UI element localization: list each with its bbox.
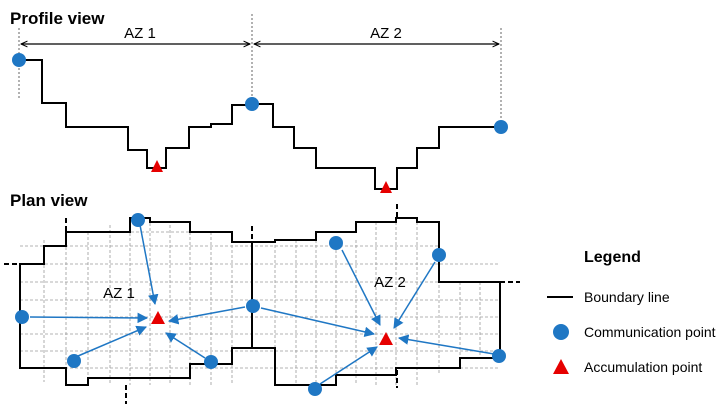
plan-az2-label: AZ 2 bbox=[374, 274, 406, 291]
legend-label-accumulation: Accumulation point bbox=[584, 359, 702, 375]
profile-communication-point bbox=[494, 120, 508, 134]
profile-accumulation-point bbox=[380, 181, 392, 193]
plan-communication-point bbox=[67, 354, 81, 368]
circle-icon bbox=[553, 324, 569, 340]
plan-view-title: Plan view bbox=[10, 191, 88, 210]
plan-az1-label: AZ 1 bbox=[103, 285, 135, 302]
plan-communication-point bbox=[15, 310, 29, 324]
legend-title: Legend bbox=[584, 249, 641, 266]
plan-accumulation-point bbox=[379, 332, 393, 345]
profile-communication-point bbox=[12, 53, 26, 67]
plan-communication-point bbox=[308, 382, 322, 396]
profile-boundary-line bbox=[19, 59, 501, 190]
profile-accumulation-point bbox=[151, 160, 163, 172]
profile-communication-point bbox=[245, 97, 259, 111]
plan-communication-point bbox=[432, 248, 446, 262]
triangle-icon bbox=[553, 359, 569, 374]
profile-az1-label: AZ 1 bbox=[124, 25, 156, 42]
plan-flow-arrows bbox=[29, 224, 495, 385]
plan-boundary-ticks bbox=[4, 204, 520, 404]
plan-communication-point bbox=[131, 213, 145, 227]
profile-az2-label: AZ 2 bbox=[370, 25, 402, 42]
legend-label-communication: Communication point bbox=[584, 324, 716, 340]
plan-grid bbox=[20, 218, 500, 385]
plan-accumulation-point bbox=[151, 311, 165, 324]
plan-communication-point bbox=[492, 349, 506, 363]
plan-communication-point bbox=[246, 299, 260, 313]
plan-communication-point bbox=[204, 355, 218, 369]
profile-view-title: Profile view bbox=[10, 9, 105, 28]
plan-boundary-az1 bbox=[19, 217, 253, 386]
plan-communication-point bbox=[329, 236, 343, 250]
legend-label-boundary: Boundary line bbox=[584, 289, 670, 305]
